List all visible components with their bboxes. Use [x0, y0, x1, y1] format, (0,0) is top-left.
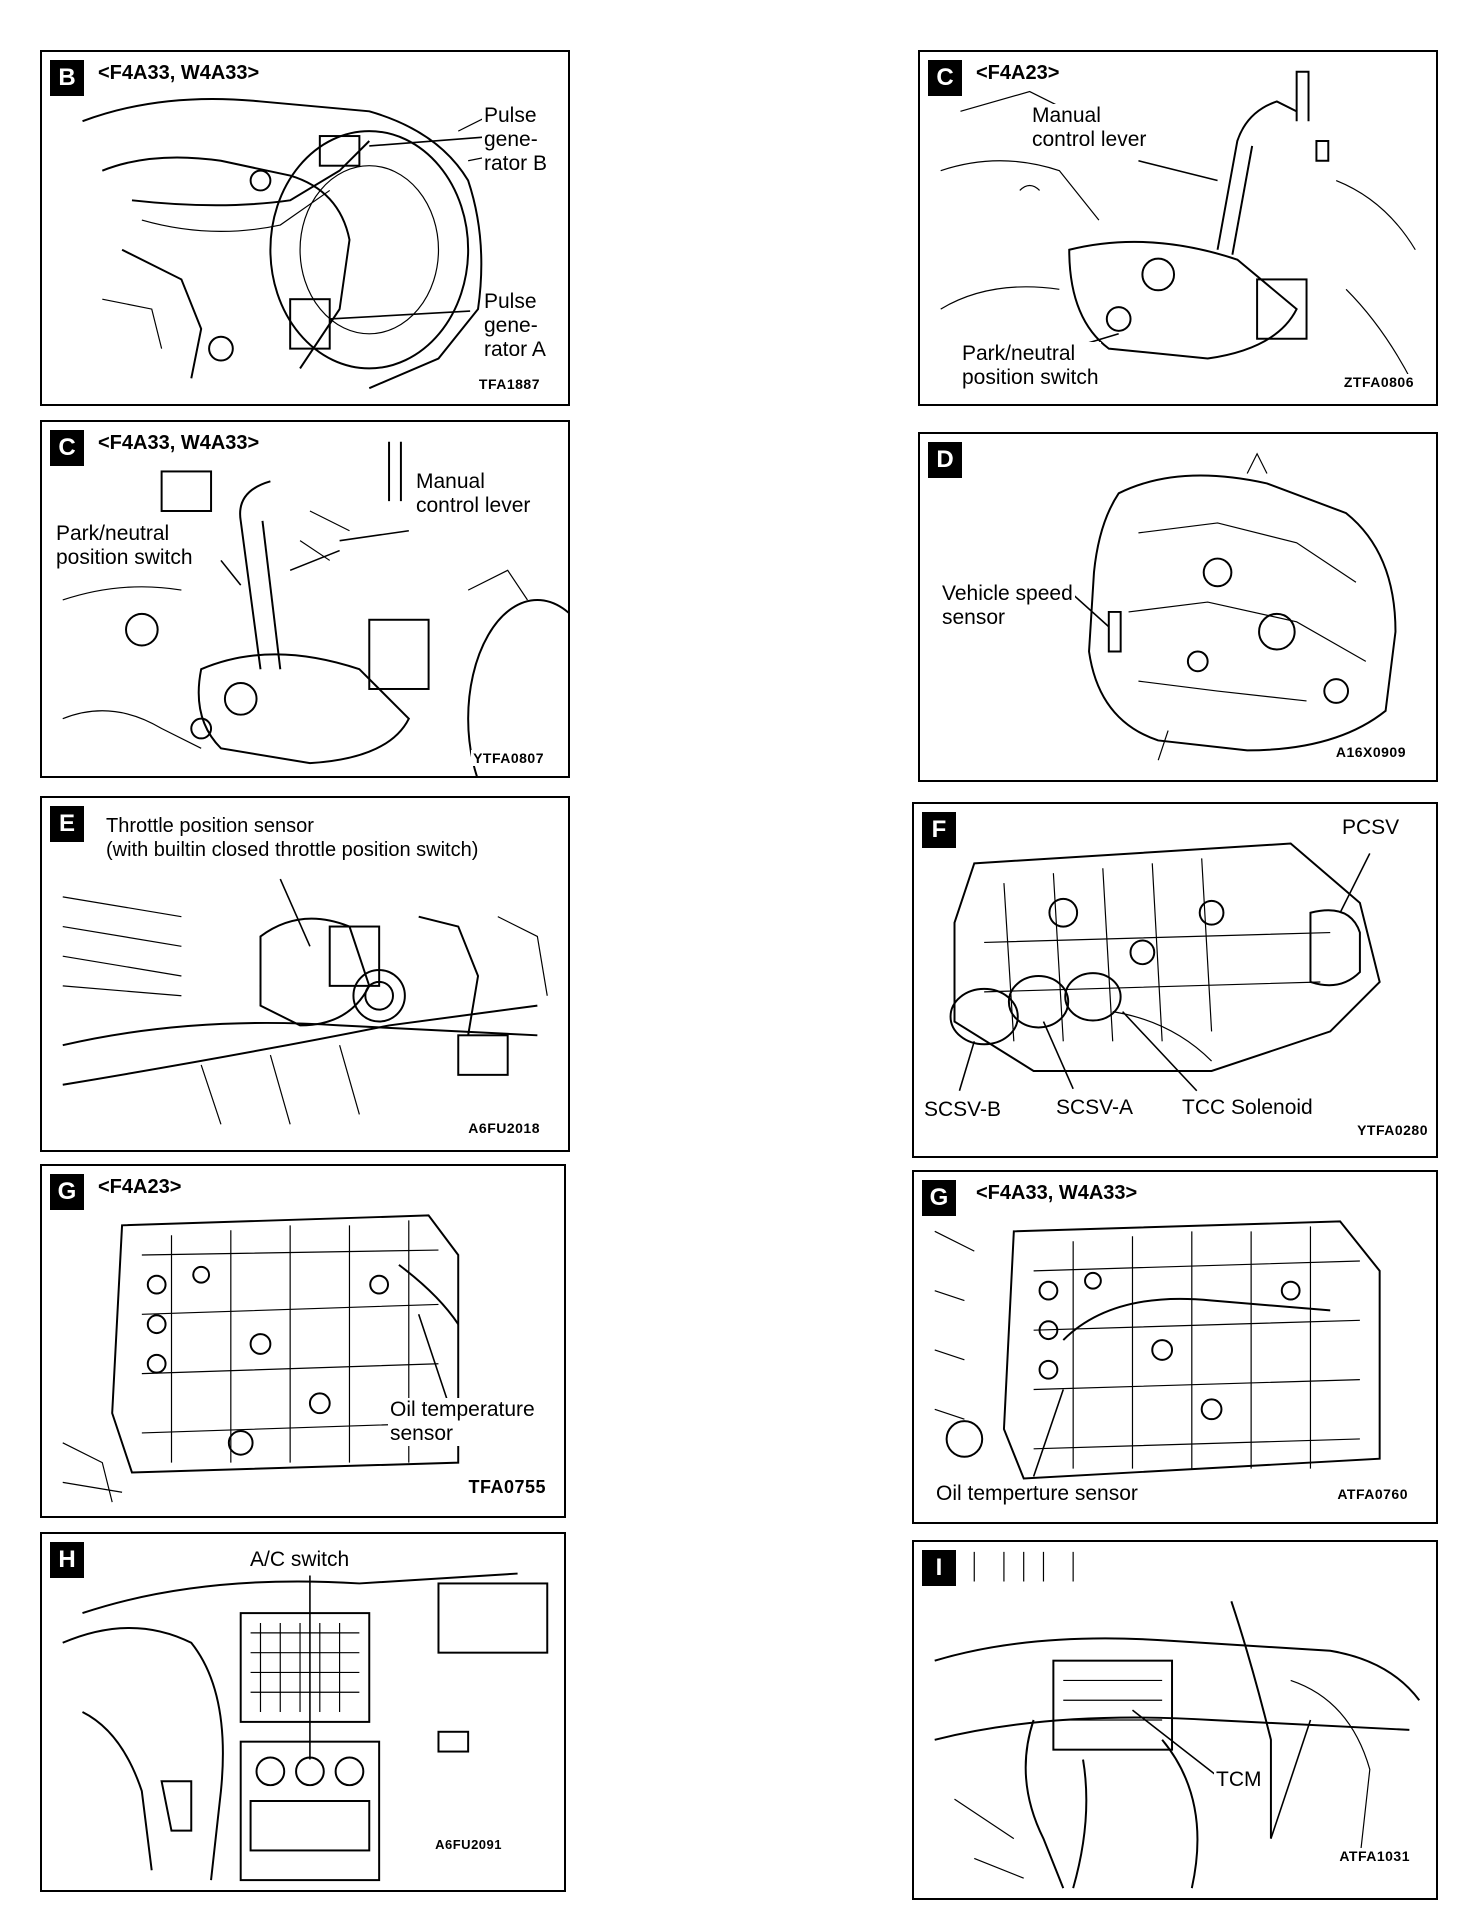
- model-label: <F4A33, W4A33>: [974, 1182, 1140, 1205]
- panel-g-f4a23-oil-temp-sensor: G <F4A23> Oil temperature sensor TFA0755: [40, 1164, 566, 1518]
- manual-lever-illustration: [62, 441, 568, 776]
- panel-letter-badge: G: [922, 1180, 956, 1216]
- throttle-body-illustration: [62, 878, 548, 1125]
- figure-code: TFA0755: [466, 1477, 548, 1498]
- pulse-generator-illustration: [82, 98, 518, 390]
- model-label: <F4A23>: [974, 62, 1062, 85]
- park-neutral-switch-label: Park/neutral position switch: [54, 522, 195, 570]
- oil-temperature-sensor-label: Oil temperature sensor: [388, 1398, 537, 1446]
- vehicle-speed-sensor-label: Vehicle speed sensor: [940, 582, 1075, 630]
- figure-code: A6FU2018: [466, 1120, 542, 1136]
- tcm-label: TCM: [1214, 1768, 1264, 1792]
- panel-letter-badge: D: [928, 442, 962, 478]
- panel-d-vehicle-speed-sensor: D Vehicle speed sensor A16X0909: [918, 432, 1438, 782]
- park-neutral-switch-label: Park/neutral position switch: [960, 342, 1101, 390]
- pulse-generator-a-label: Pulse gene- rator A: [482, 290, 548, 362]
- manual-lever-illustration: [940, 70, 1416, 389]
- throttle-position-sensor-label: Throttle position sensor (with builtin c…: [104, 814, 481, 862]
- panel-letter-badge: G: [50, 1174, 84, 1210]
- panel-b-pulse-generators: B <F4A33, W4A33> Pulse gene- rator B Pul…: [40, 50, 570, 406]
- transaxle-illustration: [1058, 452, 1397, 761]
- panel-f-solenoid-valves: F PCSV SCSV-B SCSV-A TCC Solenoid YTFA02…: [912, 802, 1438, 1158]
- scsv-a-label: SCSV-A: [1054, 1096, 1136, 1120]
- valve-body-illustration: [934, 1220, 1381, 1480]
- panel-letter-badge: C: [928, 60, 962, 96]
- figure-code: ZTFA0806: [1341, 374, 1416, 390]
- panel-c-f4a23-manual-lever: C <F4A23> Manual control lever Park/neut…: [918, 50, 1438, 406]
- model-label: <F4A33, W4A33>: [96, 432, 262, 455]
- manual-control-lever-label: Manual control lever: [414, 470, 533, 518]
- panel-letter-badge: C: [50, 430, 84, 466]
- panel-letter-badge: H: [50, 1542, 84, 1578]
- model-label: <F4A33, W4A33>: [96, 62, 262, 85]
- figure-code: YTFA0807: [471, 750, 546, 766]
- figure-code: YTFA0280: [1355, 1122, 1430, 1138]
- figure-code: A16X0909: [1333, 744, 1408, 760]
- figure-code: ATFA0760: [1335, 1486, 1410, 1502]
- valve-body-illustration: [62, 1214, 460, 1503]
- pcsv-label: PCSV: [1340, 816, 1402, 840]
- figure-code: TFA1887: [476, 376, 542, 392]
- dashboard-illustration: [62, 1572, 549, 1882]
- valve-body-illustration: [949, 842, 1381, 1092]
- oil-temperature-sensor-label: Oil temperture sensor: [934, 1482, 1140, 1506]
- tcc-solenoid-label: TCC Solenoid: [1180, 1096, 1315, 1120]
- panel-c-f4a33-manual-lever: C <F4A33, W4A33> Manual control lever Pa…: [40, 420, 570, 778]
- tcm-location-illustration: [934, 1551, 1421, 1889]
- scsv-b-label: SCSV-B: [922, 1098, 1004, 1122]
- figure-code: ATFA1031: [1337, 1848, 1412, 1864]
- panel-e-throttle-position-sensor: E Throttle position sensor (with builtin…: [40, 796, 570, 1152]
- panel-i-tcm: I TCM ATFA1031: [912, 1540, 1438, 1900]
- manual-control-lever-label: Manual control lever: [1030, 104, 1149, 152]
- panel-h-ac-switch: H A/C switch A6FU2091: [40, 1532, 566, 1892]
- panel-letter-badge: B: [50, 60, 84, 96]
- model-label: <F4A23>: [96, 1176, 184, 1199]
- panel-letter-badge: I: [922, 1550, 956, 1586]
- figure-code: A6FU2091: [433, 1837, 504, 1852]
- panel-g-f4a33-oil-temp-sensor: G <F4A33, W4A33> Oil temperture sensor A…: [912, 1170, 1438, 1524]
- panel-letter-badge: E: [50, 806, 84, 842]
- ac-switch-label: A/C switch: [248, 1548, 352, 1572]
- pulse-generator-b-label: Pulse gene- rator B: [482, 104, 550, 176]
- panel-letter-badge: F: [922, 812, 956, 848]
